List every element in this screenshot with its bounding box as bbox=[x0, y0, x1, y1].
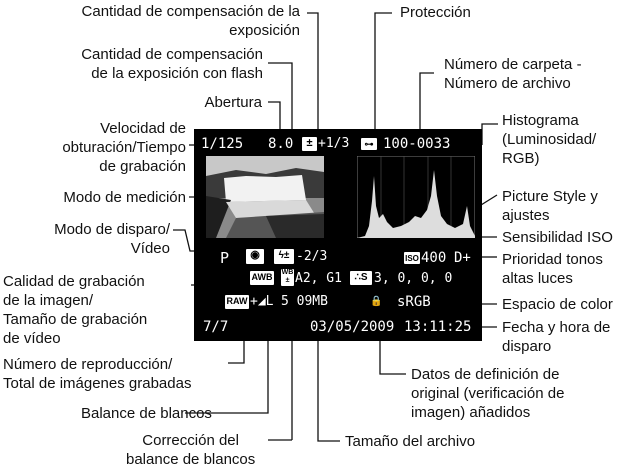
wb-icon: AWB bbox=[250, 271, 274, 285]
waterfall-photo bbox=[206, 156, 324, 238]
metering-icon: ◉ bbox=[246, 249, 264, 264]
file-size-value: 5 09MB bbox=[281, 294, 328, 309]
shutter-value: 1/125 bbox=[201, 136, 244, 152]
picture-style-value: 3, 0, 0, 0 bbox=[374, 271, 453, 286]
label-file-size: Tamaño del archivo bbox=[345, 433, 476, 450]
label-playback: Número de reproducción/Total de imágenes… bbox=[3, 356, 192, 392]
protect-key-icon: ⊶ bbox=[361, 138, 377, 150]
quality-extra: +◢L bbox=[250, 294, 274, 309]
iso-value: 400 bbox=[421, 250, 447, 266]
label-folder-file: Número de carpeta -Número de archivo bbox=[444, 56, 582, 92]
histogram bbox=[357, 156, 475, 238]
exp-comp-value: +1/3 bbox=[318, 136, 350, 151]
label-aperture: Abertura bbox=[204, 94, 262, 111]
color-space-value: sRGB bbox=[397, 294, 431, 310]
date-value: 03/05/2009 bbox=[310, 319, 395, 335]
quality-icon: RAW bbox=[225, 295, 249, 309]
highlight-tone-value: D+ bbox=[454, 250, 471, 266]
wb-correction-icon: WB± bbox=[281, 269, 294, 286]
label-histogram: Histograma(Luminosidad/RGB) bbox=[502, 112, 597, 167]
wb-correction-value: A2, G1 bbox=[295, 271, 342, 286]
label-metering: Modo de medición bbox=[63, 189, 186, 206]
playback-number: 7/7 bbox=[203, 319, 229, 335]
flash-comp-value: -2/3 bbox=[296, 249, 328, 264]
label-color-space: Espacio de color bbox=[502, 296, 613, 313]
time-value: 13:11:25 bbox=[404, 319, 472, 335]
verification-lock-icon: 🔒 bbox=[370, 295, 383, 308]
label-protection: Protección bbox=[400, 4, 471, 21]
label-white-balance: Balance de blancos bbox=[81, 405, 212, 422]
flash-comp-icon: ϟ± bbox=[274, 249, 294, 264]
iso-icon: ISO bbox=[404, 252, 420, 264]
label-iso: Sensibilidad ISO bbox=[502, 229, 613, 246]
aperture-value: 8.0 bbox=[268, 136, 294, 152]
picture-style-icon: ∴S bbox=[350, 271, 372, 285]
exposure-comp-icon: ± bbox=[302, 137, 317, 151]
folder-file-number: 100-0033 bbox=[383, 136, 451, 152]
label-shooting-mode: Modo de disparo/Vídeo bbox=[54, 221, 170, 257]
camera-lcd-screen: 1/125 8.0 ± +1/3 ⊶ 100-0033 P ◉ ϟ± -2/3 … bbox=[194, 129, 482, 341]
shooting-mode-value: P bbox=[220, 249, 230, 267]
